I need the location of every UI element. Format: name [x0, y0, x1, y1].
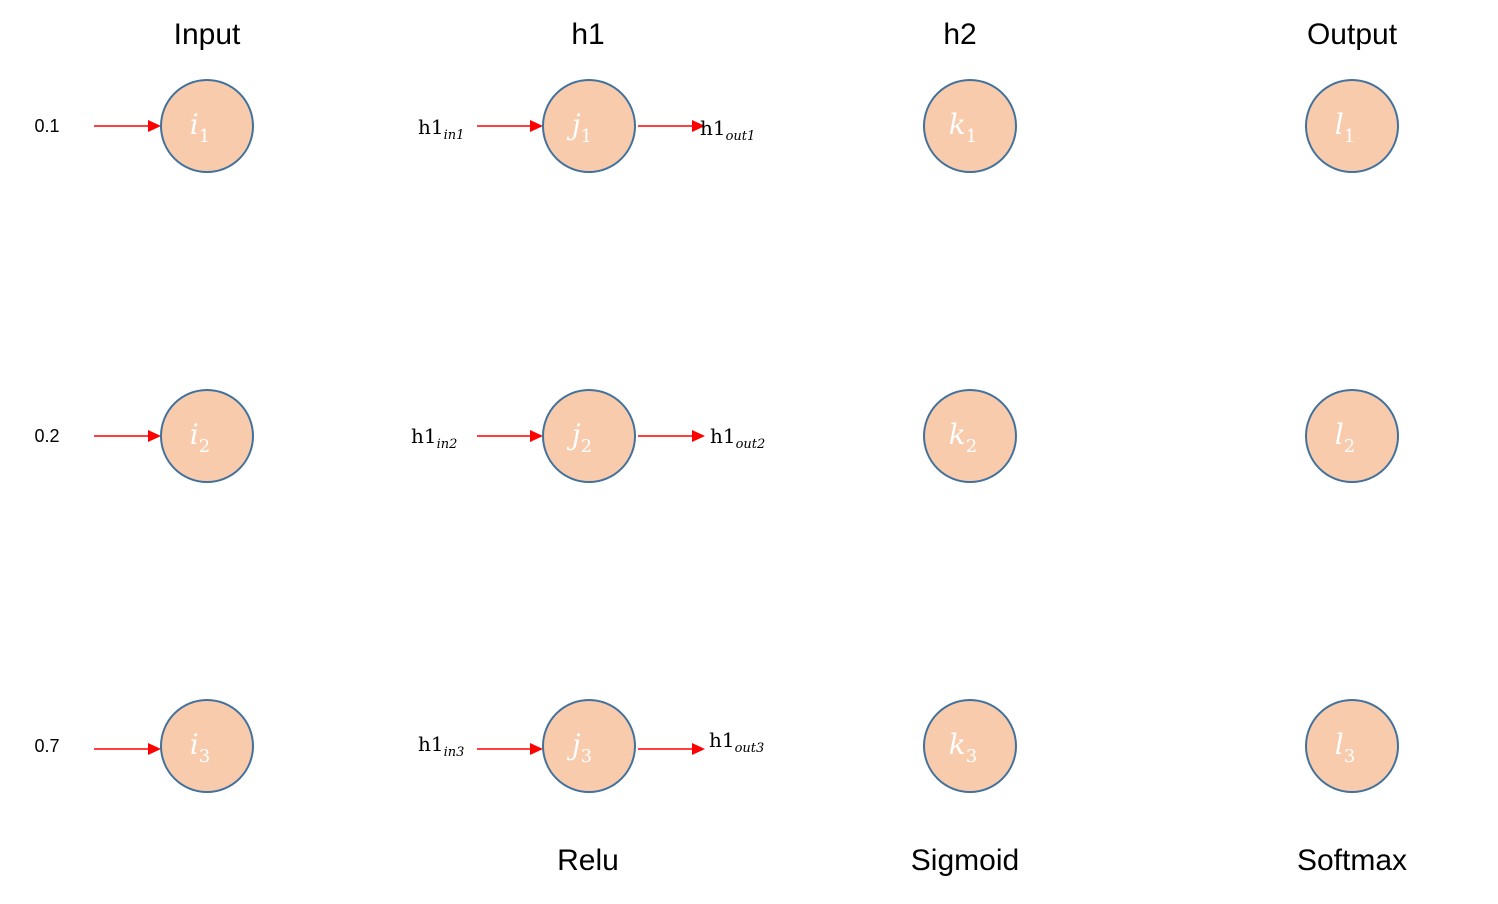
layer-title-h1: h1: [571, 18, 604, 51]
arrow-h1-in-1: [477, 120, 543, 132]
node-k2: k2: [923, 389, 1017, 483]
input-value-2: 0.2: [34, 426, 59, 446]
h1-input-label-3: h1in3: [418, 732, 464, 760]
input-value-3: 0.7: [34, 736, 59, 756]
activation-label-h2: Sigmoid: [911, 844, 1019, 877]
svg-text:l1: l1: [1335, 108, 1355, 147]
arrow-input-2: [94, 430, 161, 442]
arrow-h1-out-1: [638, 120, 705, 132]
arrow-h1-in-2: [477, 430, 543, 442]
layer-title-h2: h2: [943, 18, 976, 51]
svg-text:i2: i2: [190, 418, 210, 457]
activation-label-h1: Relu: [557, 844, 619, 877]
node-i1: i1: [160, 79, 254, 173]
node-j3: j3: [542, 699, 636, 793]
svg-text:i3: i3: [190, 728, 210, 767]
arrow-h1-in-3: [477, 743, 543, 755]
svg-text:i1: i1: [190, 108, 210, 147]
h1-input-label-2: h1in2: [411, 424, 457, 452]
svg-text:l3: l3: [1335, 728, 1355, 767]
node-l3: l3: [1305, 699, 1399, 793]
arrow-h1-out-3: [638, 743, 705, 755]
node-l1: l1: [1305, 79, 1399, 173]
node-j1: j1: [542, 79, 636, 173]
arrow-h1-out-2: [638, 430, 705, 442]
node-k3: k3: [923, 699, 1017, 793]
svg-text:k2: k2: [949, 418, 977, 457]
h1-output-label-3: h1out3: [709, 728, 764, 756]
h1-output-label-1: h1out1: [700, 116, 755, 144]
svg-text:k1: k1: [949, 108, 977, 147]
arrow-input-1: [94, 120, 161, 132]
node-l2: l2: [1305, 389, 1399, 483]
node-k1: k1: [923, 79, 1017, 173]
svg-text:k3: k3: [949, 728, 977, 767]
h1-input-label-1: h1in1: [418, 115, 464, 143]
layer-title-output: Output: [1307, 18, 1398, 51]
svg-text:l2: l2: [1335, 418, 1355, 457]
node-i3: i3: [160, 699, 254, 793]
activation-label-output: Softmax: [1297, 844, 1407, 877]
node-i2: i2: [160, 389, 254, 483]
h1-output-label-2: h1out2: [710, 424, 765, 452]
layer-title-input: Input: [174, 18, 241, 51]
input-value-1: 0.1: [34, 116, 59, 136]
node-j2: j2: [542, 389, 636, 483]
arrow-input-3: [94, 743, 161, 755]
